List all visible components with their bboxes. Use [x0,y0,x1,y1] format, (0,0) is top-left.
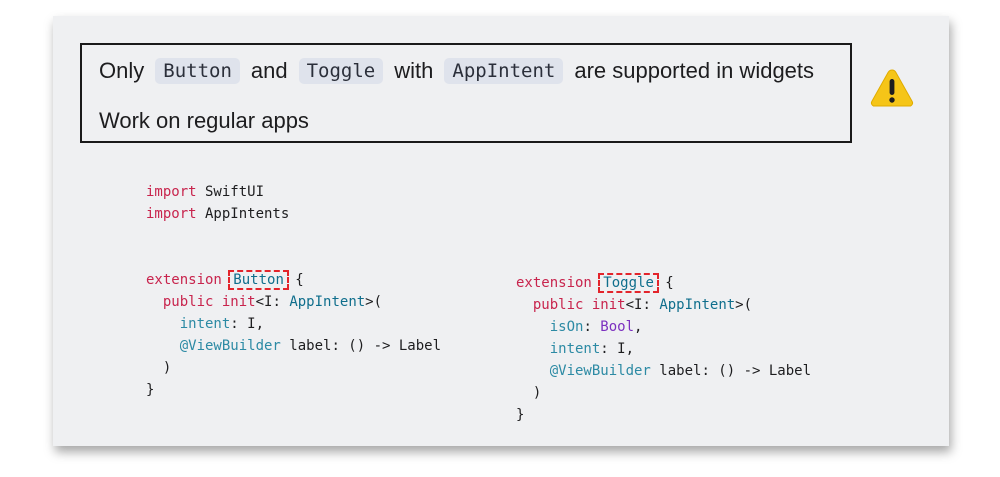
button-chip: Button [155,58,240,84]
code-line: ) [516,385,542,401]
highlighted-button-type: Button [228,270,289,290]
notice-only: Only [99,58,145,83]
code-line: } [516,407,525,423]
code-line: isOn: Bool, [549,319,643,335]
toggle-chip: Toggle [298,58,384,84]
code-line: extension Button { [146,270,304,290]
code-line: } [146,382,155,398]
highlighted-toggle-type: Toggle [598,273,659,293]
code-block-toggle-extension: extension Toggle { public init<I: AppInt… [516,272,811,426]
notice-and: and [250,58,288,83]
notice-line-supported: Only Button and Toggle with AppIntent ar… [99,58,814,84]
code-line: extension Toggle { [516,273,674,293]
code-line: public init<I: AppIntent>( [162,294,383,310]
code-line: import SwiftUI [146,184,265,200]
code-line: intent: I, [549,341,635,357]
slide: Only Button and Toggle with AppIntent ar… [53,16,949,446]
code-line: @ViewBuilder label: () -> Label [549,363,812,379]
notice-box: Only Button and Toggle with AppIntent ar… [80,43,852,143]
notice-tail: are supported in widgets [574,58,815,83]
code-line: @ViewBuilder label: () -> Label [179,338,442,354]
code-line: public init<I: AppIntent>( [532,297,753,313]
code-line: import AppIntents [146,206,290,222]
code-line: intent: I, [179,316,265,332]
warning-triangle-icon [870,69,914,107]
appintent-chip: AppIntent [444,58,564,84]
notice-with: with [394,58,434,83]
notice-line-regular-apps: Work on regular apps [99,108,309,133]
code-block-button-extension: import SwiftUI import AppIntents extensi… [146,181,441,401]
code-line: ) [146,360,172,376]
